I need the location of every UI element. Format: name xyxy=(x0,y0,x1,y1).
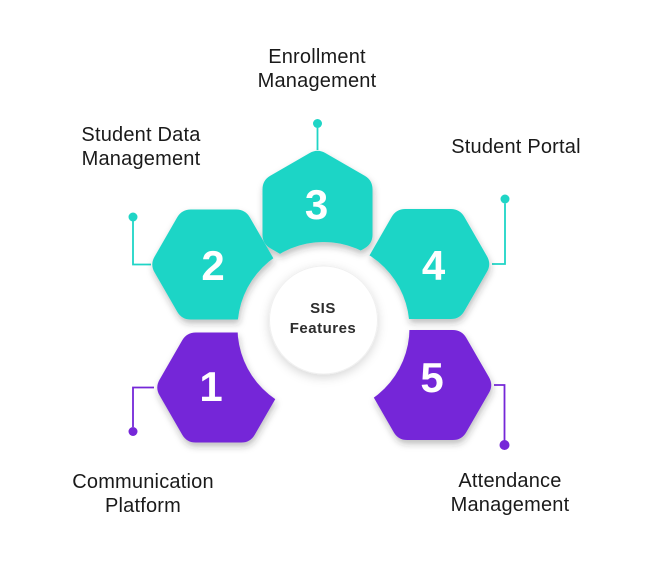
hexagon-5 xyxy=(368,330,492,440)
label-line: Communication xyxy=(72,471,214,493)
label-line: Student Portal xyxy=(451,136,581,158)
hexagon-number-2: 2 xyxy=(201,242,224,289)
connector-dot-2 xyxy=(128,212,138,222)
label-attendance-management: Attendance Management xyxy=(451,469,570,517)
connector-line-2 xyxy=(132,221,151,266)
hexagon-number-4: 4 xyxy=(422,242,446,289)
connector-line-5 xyxy=(494,384,506,441)
label-line: Management xyxy=(257,70,377,92)
label-line: Enrollment xyxy=(268,46,366,68)
center-title-line2: Features xyxy=(289,320,357,337)
center-title-line1: SIS xyxy=(310,300,336,317)
connector-dot-4 xyxy=(500,194,510,204)
connector-5 xyxy=(494,384,510,450)
label-line: Management xyxy=(450,494,570,516)
label-line: Student Data xyxy=(81,124,201,146)
connector-dot-3 xyxy=(313,119,322,128)
label-line: Platform xyxy=(104,495,182,517)
label-communication-platform: Communication Platform xyxy=(72,470,214,518)
label-line: Management xyxy=(81,148,201,170)
center-title: SIS Features xyxy=(290,299,357,339)
hexagon-number-3: 3 xyxy=(305,181,328,228)
connector-4 xyxy=(492,194,510,265)
hexagon-group xyxy=(152,150,492,443)
connector-line-4 xyxy=(492,203,506,265)
hexagon-3 xyxy=(262,150,373,274)
hexagon-number-1: 1 xyxy=(199,363,222,410)
label-student-data-management: Student Data Management xyxy=(81,123,200,171)
hexagon-number-5: 5 xyxy=(420,354,443,401)
label-enrollment-management: Enrollment Management xyxy=(258,45,377,93)
connector-dot-1 xyxy=(128,427,138,436)
hexagon-2 xyxy=(152,209,275,320)
label-line: Attendance xyxy=(458,470,562,492)
hexagon-1 xyxy=(157,332,280,443)
connector-2 xyxy=(128,212,151,266)
center-circle xyxy=(269,265,378,375)
connector-1 xyxy=(128,386,154,436)
connector-3 xyxy=(313,119,322,150)
label-student-portal: Student Portal xyxy=(451,135,581,159)
connector-line-1 xyxy=(132,386,154,427)
connector-dot-5 xyxy=(499,440,510,450)
hexagon-4 xyxy=(366,209,490,319)
